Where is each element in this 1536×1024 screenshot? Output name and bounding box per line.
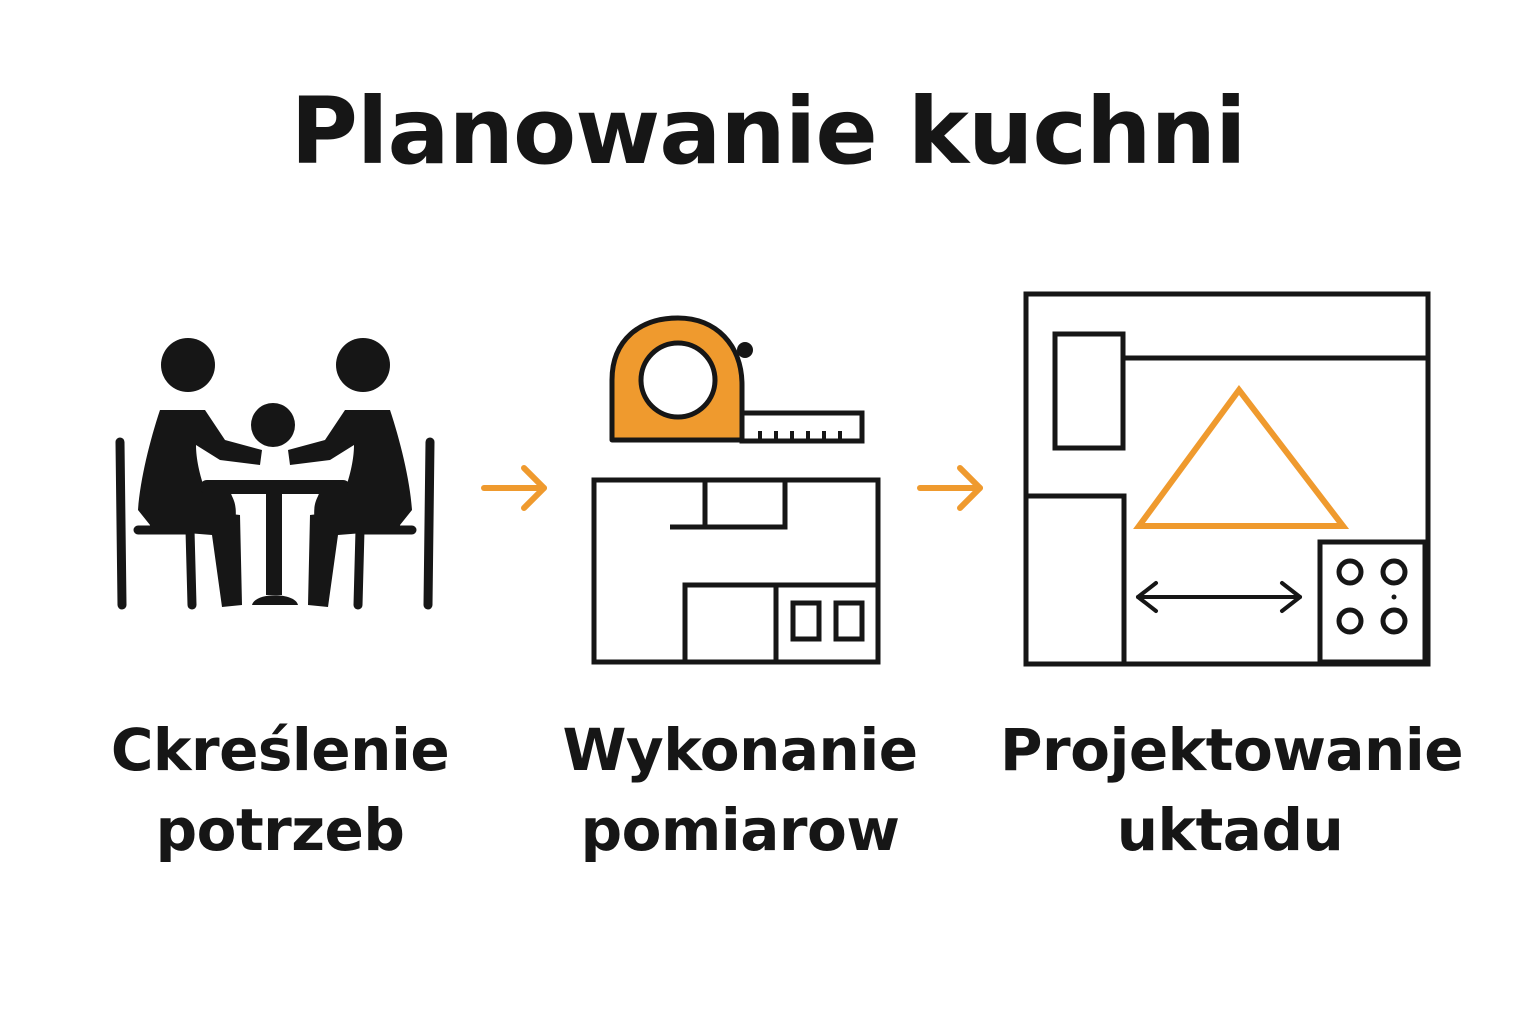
step-label-line: Ckreślenie [110, 716, 450, 784]
kitchen-layout-plan-icon [1023, 291, 1431, 667]
step-label-line: pomiarow [580, 796, 900, 864]
page-title: Planowanie kuchni [290, 78, 1246, 185]
step-label-2: Wykonanie pomiarow [540, 710, 940, 870]
step-label-3: Projektowanie uktadu [1000, 710, 1464, 870]
tape-measure-and-floor-plan-icon [591, 315, 881, 665]
arrow-right-icon [917, 465, 983, 511]
step-label-1: Ckreślenie potrzeb [90, 710, 470, 870]
people-at-table-icon [115, 338, 435, 610]
step-label-line: potrzeb [155, 796, 405, 864]
arrow-right-icon [481, 465, 547, 511]
step-label-line: Projektowanie [1000, 716, 1464, 784]
step-label-line: Wykonanie [562, 716, 918, 784]
step-label-line: uktadu [1116, 796, 1344, 864]
